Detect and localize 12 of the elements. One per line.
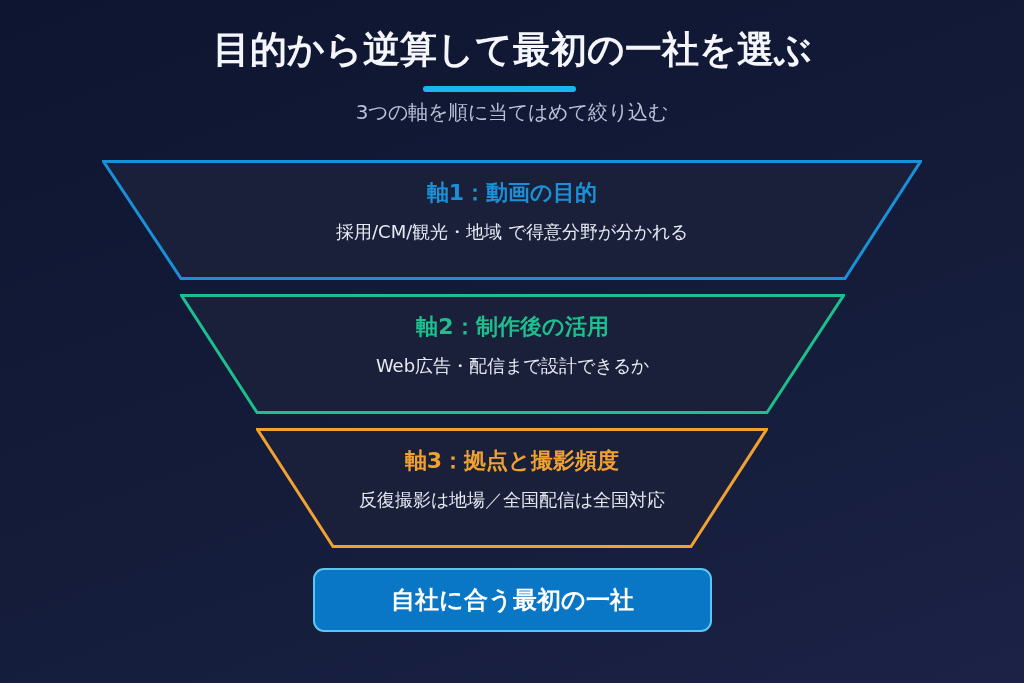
stage-description: Web広告・配信まで設計できるか: [375, 354, 650, 378]
stage-description: 採用/CM/観光・地域 で得意分野が分かれる: [336, 220, 688, 244]
funnel-stage: [102, 160, 922, 280]
stage-heading: 軸2：制作後の活用: [416, 313, 609, 341]
result-box: 自社に合う最初の一社: [313, 568, 712, 632]
subtitle: 3つの軸を順に当てはめて絞り込む: [355, 99, 669, 125]
stage-heading: 軸3：拠点と撮影頻度: [404, 447, 620, 475]
stage-heading: 軸1：動画の目的: [426, 179, 598, 207]
funnel-stage: [180, 294, 845, 414]
funnel-stage: [256, 428, 768, 548]
title: 目的から逆算して最初の一社を選ぶ: [212, 27, 812, 73]
stage-description: 反復撮影は地場／全国配信は全国対応: [359, 488, 665, 512]
